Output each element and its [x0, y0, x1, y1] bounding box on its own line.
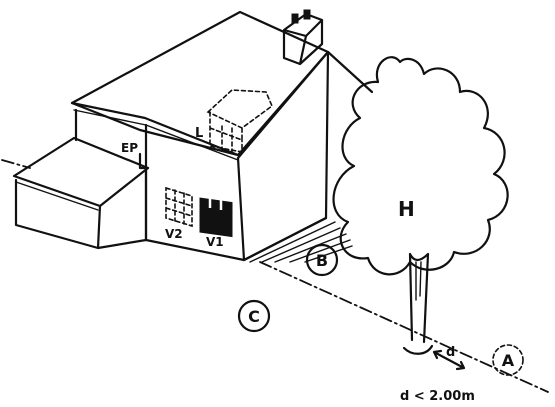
loft-dashed-inner	[221, 125, 233, 153]
zone-b-circle	[305, 243, 339, 277]
chimney	[282, 9, 324, 66]
distance-arrow	[432, 349, 466, 371]
extension-front-wall	[14, 166, 148, 250]
tree-trunk	[408, 252, 430, 344]
chimney-body	[282, 12, 324, 66]
label-a: A	[502, 351, 515, 370]
chimney-pot-left	[291, 13, 299, 24]
label-c: C	[248, 307, 260, 326]
zone-a-marker: A	[492, 344, 524, 376]
label-v2: V2	[165, 227, 183, 241]
side-wall	[236, 50, 330, 262]
loft-dashed-outline	[206, 89, 273, 153]
window-v2	[165, 186, 193, 228]
ep-pipe	[138, 152, 150, 170]
window-v1	[199, 172, 233, 238]
extension-roof-edge	[15, 181, 99, 211]
chimney-pot-right	[303, 9, 311, 20]
ground-shadow	[249, 221, 353, 263]
loft-outline	[206, 89, 273, 153]
window-v1-frame	[199, 197, 233, 238]
window-v2-outline	[165, 186, 193, 228]
tree	[332, 56, 509, 355]
label-v1: V1	[206, 235, 224, 249]
label-d-marker: d	[446, 345, 455, 360]
zone-c-circle	[237, 299, 271, 333]
tree-base	[402, 344, 434, 355]
house-base	[144, 216, 328, 262]
zone-c-marker: C	[237, 299, 271, 333]
front-eave	[70, 101, 240, 157]
roof-right-slope	[326, 50, 374, 94]
label-h: H	[398, 197, 415, 221]
tree-trunk-texture	[415, 261, 422, 301]
zone-a-circle	[492, 344, 524, 376]
label-l: L	[195, 126, 203, 141]
zone-b-marker: B	[305, 243, 339, 277]
label-b: B	[316, 251, 328, 270]
window-v1-mullions	[199, 172, 233, 210]
distance-rule-text: d < 2.00m	[400, 389, 475, 404]
label-ep: EP	[121, 141, 138, 155]
tree-canopy	[332, 56, 509, 276]
property-line	[1, 159, 549, 393]
